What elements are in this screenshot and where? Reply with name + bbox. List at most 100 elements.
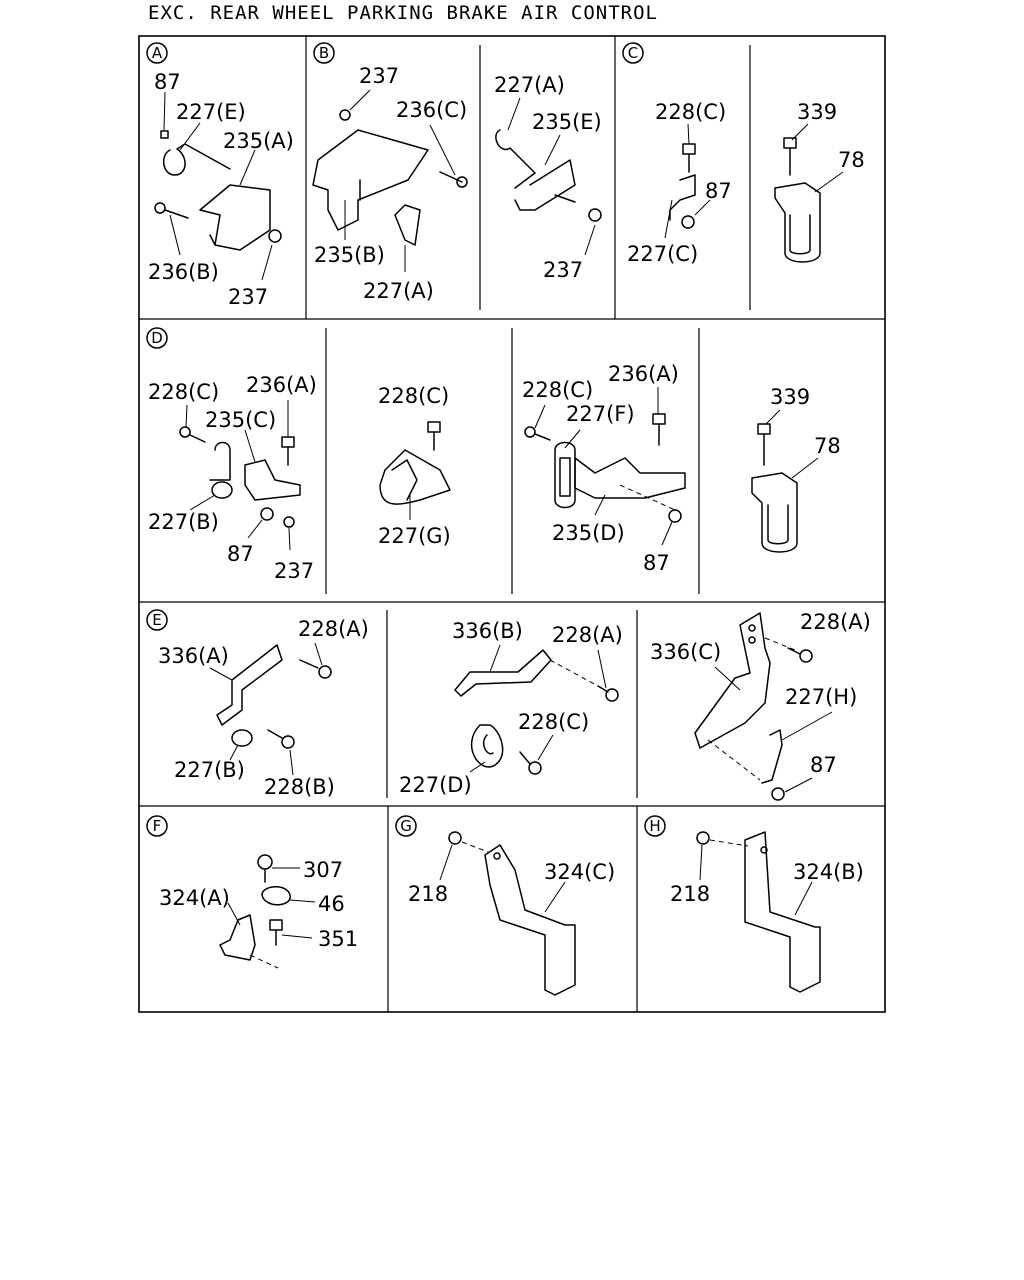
section-letter: B	[319, 44, 329, 62]
part-label: 78	[838, 148, 865, 172]
bolt-shank	[267, 729, 283, 739]
part-label: 237	[228, 285, 268, 309]
part-label: 87	[705, 179, 732, 203]
bracket-part	[244, 459, 301, 501]
leader-line	[288, 527, 291, 551]
bolt-head	[528, 761, 542, 775]
part-label: 218	[408, 882, 448, 906]
nut-part	[260, 507, 274, 521]
leader-line	[244, 429, 256, 463]
part-label: 227(A)	[363, 279, 434, 303]
nut-part	[588, 208, 602, 222]
part-label: 235(E)	[532, 110, 602, 134]
clamp-part	[751, 472, 798, 553]
leader-line	[661, 521, 673, 546]
leader-line	[584, 224, 596, 256]
leader-line	[209, 667, 233, 681]
part-label: 336(C)	[650, 640, 721, 664]
leader-line	[261, 244, 273, 281]
part-label: 227(D)	[399, 773, 472, 797]
part-label: 324(A)	[159, 886, 230, 910]
leader-line	[163, 91, 166, 131]
part-label: 228(A)	[800, 610, 871, 634]
part-label: 339	[770, 385, 810, 409]
nut-part	[681, 215, 695, 229]
section-g: G 218 324(C)	[395, 815, 615, 996]
bracket-part	[514, 159, 576, 211]
bolt-head	[269, 919, 283, 931]
clip-part	[394, 204, 421, 246]
bolt-head	[257, 854, 273, 870]
clip-cushion	[211, 481, 233, 499]
leader-line	[814, 171, 844, 193]
part-label: 324(B)	[793, 860, 864, 884]
part-label: 235(B)	[314, 243, 385, 267]
section-e: E 228(A) 336(A) 227(B) 228(B) 336(B) 228…	[146, 609, 871, 801]
bracket-hole	[748, 636, 756, 644]
part-label: 236(A)	[608, 362, 679, 386]
nut-part	[668, 509, 682, 523]
section-h: H 218 324(B)	[644, 815, 864, 993]
bolt-head	[154, 202, 166, 214]
leader-line	[185, 404, 188, 428]
leader-line	[229, 744, 239, 761]
section-marker-f	[146, 815, 168, 837]
bracket-hole	[760, 846, 768, 854]
part-label: 307	[303, 858, 343, 882]
part-label: 339	[797, 100, 837, 124]
clip-part	[761, 729, 783, 784]
assembly-line	[249, 954, 279, 969]
bolt-shank	[439, 171, 463, 183]
leader-line	[594, 494, 606, 516]
bolt-shank	[597, 685, 609, 693]
nut-part	[448, 831, 462, 845]
leader-line	[791, 123, 809, 141]
leader-line	[314, 642, 323, 666]
leader-line	[489, 644, 501, 673]
clip-part	[209, 441, 231, 481]
assembly-line	[461, 841, 489, 853]
diagram-frame	[138, 35, 886, 1013]
bracket-part	[216, 644, 283, 726]
nut-part	[696, 831, 710, 845]
section-d: D 228(C) 236(A) 235(C) 227(B) 87 237 228…	[146, 327, 841, 583]
part-label: 228(B)	[264, 775, 335, 799]
bolt-head	[682, 143, 696, 155]
section-marker-h	[644, 815, 666, 837]
leader-line	[239, 149, 256, 186]
part-label: 227(C)	[627, 242, 698, 266]
leader-line	[281, 934, 313, 939]
assembly-line	[709, 839, 749, 847]
part-label: 228(A)	[298, 617, 369, 641]
part-label: 87	[227, 542, 254, 566]
bracket-hole	[748, 624, 756, 632]
clip-cushion	[231, 729, 253, 747]
assembly-line	[619, 484, 676, 511]
leader-line	[349, 89, 371, 111]
part-label: 228(A)	[552, 623, 623, 647]
clamp-part	[379, 449, 451, 505]
bracket-part	[574, 457, 686, 499]
part-label: 228(C)	[148, 380, 219, 404]
clip-part	[163, 143, 231, 176]
bolt-shank	[189, 434, 206, 443]
bracket-part	[484, 844, 576, 996]
leader-line	[544, 881, 566, 913]
leader-line	[537, 734, 554, 761]
leader-line	[664, 199, 673, 239]
clamp-part	[774, 182, 821, 263]
bolt-head	[427, 421, 441, 433]
section-f: F 307 324(A) 46 351	[146, 815, 358, 969]
bolt-shank	[299, 659, 319, 669]
nut-part	[771, 787, 785, 801]
part-label: 228(C)	[378, 384, 449, 408]
leader-line	[289, 899, 316, 903]
clip-part	[470, 724, 504, 768]
leader-line	[794, 881, 813, 916]
part-label: 227(H)	[785, 685, 857, 709]
clip-part	[554, 441, 576, 509]
section-marker-g	[395, 815, 417, 837]
bolt-shank	[164, 209, 189, 219]
section-letter: G	[400, 817, 412, 835]
